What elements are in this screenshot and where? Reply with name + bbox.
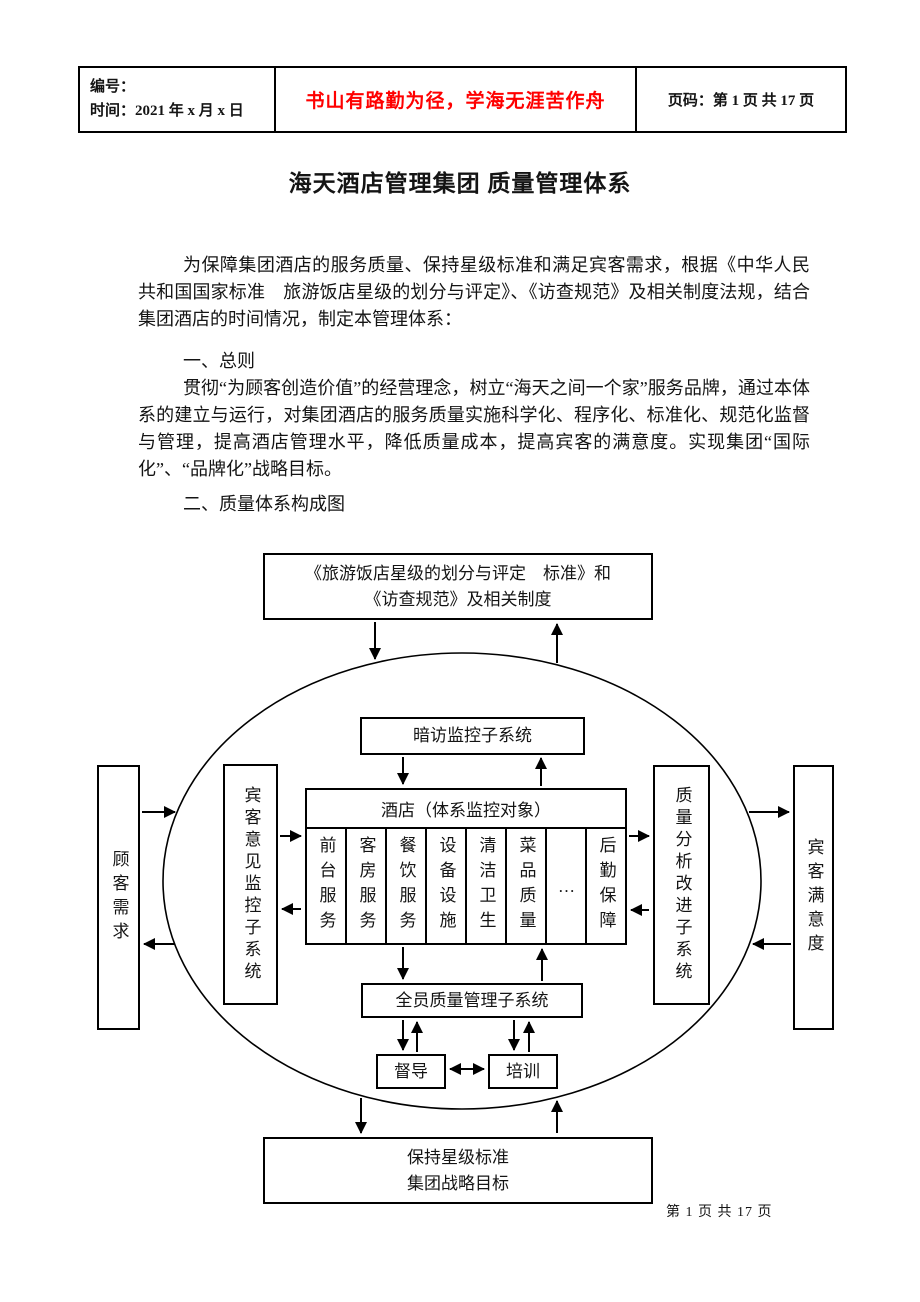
standards-box: 《旅游饭店星级的划分与评定 标准》和 《访查规范》及相关制度 <box>263 553 653 620</box>
guest-opinion-box: 宾客意见监控子系统 <box>223 764 278 1005</box>
training-label: 培训 <box>506 1061 540 1081</box>
guest-satisfaction-box: 宾客满意度 <box>793 765 834 1030</box>
hotel-column-front-desk: 前台服务 <box>307 829 347 943</box>
hotel-header: 酒店（体系监控对象） <box>307 790 625 829</box>
hotel-column-food-quality: 菜品质量 <box>507 829 547 943</box>
header-table: 编号： 时间：2021 年 x 月 x 日 书山有路勤为径，学海无涯苦作舟 页码… <box>78 66 847 133</box>
quality-analysis-box: 质量分析改进子系统 <box>653 765 710 1005</box>
standards-line1: 《旅游饭店星级的划分与评定 标准》和 <box>305 563 611 583</box>
hotel-columns: 前台服务 客房服务 餐饮服务 设备设施 清洁卫生 菜品质量 … 后勤保障 <box>307 829 625 943</box>
customer-demand-box: 顾客需求 <box>97 765 140 1030</box>
page-number-label: 页码：第 1 页 共 17 页 <box>667 93 815 109</box>
doc-number-label: 编号： <box>90 79 136 95</box>
doc-time-label: 时间：2021 年 x 月 x 日 <box>90 103 244 119</box>
diagram-canvas <box>142 622 791 1134</box>
hotel-column-housekeeping: 客房服务 <box>347 829 387 943</box>
header-meta-cell: 编号： 时间：2021 年 x 月 x 日 <box>80 68 276 131</box>
page-title: 海天酒店管理集团 质量管理体系 <box>288 171 632 196</box>
covert-monitoring-box: 暗访监控子系统 <box>360 717 585 755</box>
guest-opinion-label: 宾客意见监控子系统 <box>241 785 261 984</box>
covert-monitoring-label: 暗访监控子系统 <box>413 726 532 745</box>
supervision-label: 督导 <box>394 1061 428 1081</box>
section1-heading: 一、总则 <box>183 351 255 371</box>
hotel-column-ellipsis: … <box>547 829 587 943</box>
section1-body: 贯彻“为顾客创造价值”的经营理念，树立“海天之间一个家”服务品牌，通过本体系的建… <box>138 378 810 479</box>
customer-demand-label: 顾客需求 <box>109 849 129 946</box>
motto-text: 书山有路勤为径，学海无涯苦作舟 <box>305 91 606 112</box>
header-page-cell: 页码：第 1 页 共 17 页 <box>637 68 845 131</box>
quality-system-diagram: 《旅游饭店星级的划分与评定 标准》和 《访查规范》及相关制度 暗访监控子系统 酒… <box>0 545 920 1245</box>
goal-line1: 保持星级标准 <box>407 1147 509 1167</box>
system-boundary-ellipse <box>162 652 762 1110</box>
quality-analysis-label: 质量分析改进子系统 <box>672 786 692 984</box>
flow-arrows <box>142 622 791 1134</box>
goal-line2: 集团战略目标 <box>407 1173 509 1193</box>
hotel-column-logistics: 后勤保障 <box>596 836 616 936</box>
intro-paragraph: 为保障集团酒店的服务质量、保持星级标准和满足宾客需求，根据《中华人民共和国国家标… <box>138 255 810 329</box>
hotel-box: 酒店（体系监控对象） 前台服务 客房服务 餐饮服务 设备设施 清洁卫生 菜品质量… <box>305 788 627 945</box>
supervision-box: 督导 <box>376 1054 446 1089</box>
standards-line2: 《访查规范》及相关制度 <box>364 589 552 609</box>
footer-page-number: 第 1 页 共 17 页 <box>666 1205 773 1220</box>
header-motto-cell: 书山有路勤为径，学海无涯苦作舟 <box>276 68 637 131</box>
goal-box: 保持星级标准 集团战略目标 <box>263 1137 653 1204</box>
tqm-box: 全员质量管理子系统 <box>361 983 583 1018</box>
hotel-column-cleanliness: 清洁卫生 <box>467 829 507 943</box>
training-box: 培训 <box>488 1054 558 1089</box>
section2-heading: 二、质量体系构成图 <box>183 494 345 514</box>
hotel-column-facilities: 设备设施 <box>427 829 467 943</box>
hotel-column-catering: 餐饮服务 <box>387 829 427 943</box>
guest-satisfaction-label: 宾客满意度 <box>804 837 824 958</box>
tqm-label: 全员质量管理子系统 <box>395 990 549 1010</box>
